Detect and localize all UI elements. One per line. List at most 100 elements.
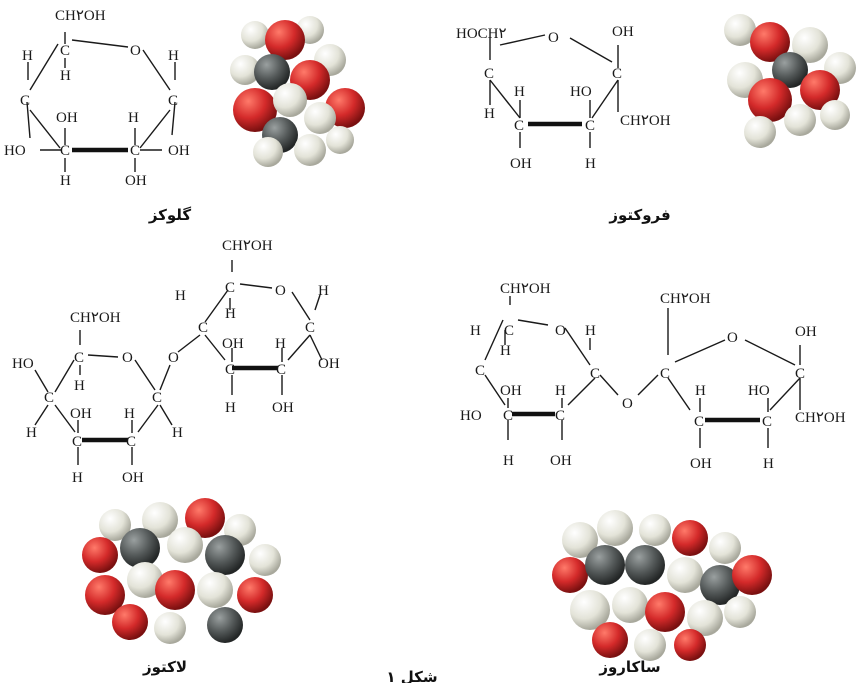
atom-label: OH	[56, 110, 78, 126]
atom-label: HO	[460, 408, 482, 424]
figure-label: شکل ۱	[386, 668, 437, 683]
atom-label: C	[555, 408, 565, 424]
fructose-structure: HOCH۲ O OH C C H HO H C C CH۲OH OH H	[456, 24, 671, 172]
atom-label: O	[275, 283, 286, 299]
atom-label: C	[130, 143, 140, 159]
atom-label: C	[60, 143, 70, 159]
atom-label: C	[660, 366, 670, 382]
fructose-caption: فروکتوز	[608, 206, 670, 224]
atom-label: H	[72, 470, 83, 486]
atom-label: OH	[222, 336, 244, 352]
atom-label: O	[622, 396, 633, 412]
sucrose-space-filling-model	[552, 510, 772, 661]
atom-label: H	[470, 323, 481, 339]
atom-label: H	[168, 48, 179, 64]
lactose-space-filling-model	[82, 498, 281, 644]
atom-label: C	[484, 66, 494, 82]
atom-label: OH	[795, 324, 817, 340]
atom-label: H	[60, 173, 71, 189]
atom-label: C	[198, 320, 208, 336]
atom-label: C	[72, 434, 82, 450]
atom-label: OH	[690, 456, 712, 472]
atom-label: H	[555, 383, 566, 399]
atom-label: C	[225, 362, 235, 378]
atom-label: CH۲OH	[500, 281, 551, 297]
atom-label: HO	[570, 84, 592, 100]
atom-label: C	[126, 434, 136, 450]
atom-label: C	[152, 390, 162, 406]
atom-label: HO	[4, 143, 26, 159]
atom-label: H	[60, 68, 71, 84]
atom-label: H	[318, 283, 329, 299]
atom-label: H	[695, 383, 706, 399]
atom-label: C	[168, 93, 178, 109]
atom-label: CH۲OH	[795, 410, 846, 426]
atom-label: OH	[122, 470, 144, 486]
atom-label: O	[727, 330, 738, 346]
atom-label: O	[168, 350, 179, 366]
atom-label: C	[44, 390, 54, 406]
atom-label: OH	[318, 356, 340, 372]
atom-label: C	[585, 118, 595, 134]
atom-label: H	[22, 48, 33, 64]
atom-label: OH	[70, 406, 92, 422]
atom-label: CH۲OH	[620, 113, 671, 129]
glucose-caption: گلوکز	[148, 206, 192, 224]
atom-label: H	[128, 110, 139, 126]
atom-label: C	[590, 366, 600, 382]
atom-label: OH	[125, 173, 147, 189]
glucose-space-filling-model	[230, 16, 365, 167]
atom-label: C	[795, 366, 805, 382]
atom-label: C	[504, 323, 514, 339]
atom-label: H	[500, 343, 511, 359]
atom-label: OH	[168, 143, 190, 159]
atom-label: C	[20, 93, 30, 109]
atom-label: HO	[748, 383, 770, 399]
lactose-structure: CH۲OH H C O H H C C OH H OH C C H OH O C…	[12, 238, 340, 486]
atom-label: C	[276, 362, 286, 378]
atom-label: C	[74, 350, 84, 366]
atom-label: HOCH۲	[456, 26, 507, 42]
atom-label: O	[548, 30, 559, 46]
atom-label: C	[225, 280, 235, 296]
atom-label: C	[762, 414, 772, 430]
atom-label: H	[172, 425, 183, 441]
atom-label: CH۲OH	[222, 238, 273, 254]
atom-label: H	[225, 306, 236, 322]
atom-label: H	[275, 336, 286, 352]
atom-label: H	[225, 400, 236, 416]
atom-label: O	[555, 323, 566, 339]
atom-label: O	[122, 350, 133, 366]
atom-label: H	[175, 288, 186, 304]
atom-label: C	[612, 66, 622, 82]
atom-label: H	[514, 84, 525, 100]
atom-label: CH۲OH	[660, 291, 711, 307]
fructose-space-filling-model	[724, 14, 856, 148]
lactose-caption: لاکتوز	[142, 658, 187, 676]
atom-label: O	[130, 43, 141, 59]
sucrose-structure: CH۲OH H C O H H C C OH H HO C C H OH O C…	[460, 281, 846, 472]
glucose-structure: CH۲OH C O H H H C C OH H HO C C OH H OH	[4, 8, 190, 189]
atom-label: OH	[550, 453, 572, 469]
atom-label: C	[475, 363, 485, 379]
atom-label: H	[74, 378, 85, 394]
atom-label: OH	[612, 24, 634, 40]
atom-label: C	[60, 43, 70, 59]
atom-label: C	[503, 408, 513, 424]
atom-label: C	[694, 414, 704, 430]
atom-label: H	[26, 425, 37, 441]
atom-label: H	[763, 456, 774, 472]
atom-label: C	[514, 118, 524, 134]
atom-label: OH	[272, 400, 294, 416]
atom-label: C	[305, 320, 315, 336]
atom-label: OH	[510, 156, 532, 172]
atom-label: H	[484, 106, 495, 122]
atom-label: H	[585, 156, 596, 172]
atom-label: H	[124, 406, 135, 422]
atom-label: OH	[500, 383, 522, 399]
atom-label: H	[585, 323, 596, 339]
atom-label: HO	[12, 356, 34, 372]
sucrose-caption: ساکاروز	[598, 658, 660, 676]
atom-label: CH۲OH	[55, 8, 106, 24]
